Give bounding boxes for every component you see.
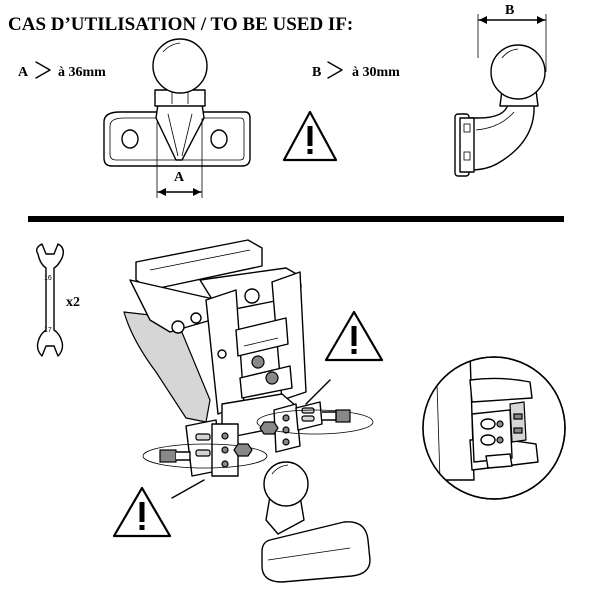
wrench-size-top: 16 — [44, 275, 52, 282]
nut-right — [259, 421, 279, 435]
page-title: CAS D’UTILISATION / TO BE USED IF: — [8, 14, 353, 35]
warning-icon — [112, 486, 172, 538]
tow-ball — [152, 38, 208, 94]
condition-a-letter: A — [18, 65, 29, 80]
condition-b-text: à 30mm — [352, 65, 400, 80]
bolt-left — [159, 449, 191, 463]
warning-icon — [324, 310, 384, 362]
dimension-b-label: B — [505, 3, 514, 18]
condition-a: A à 36mm — [18, 61, 106, 80]
detail-zoom-view — [422, 356, 566, 500]
greater-than-icon — [35, 61, 51, 79]
condition-b-letter: B — [312, 65, 321, 80]
bolt-right — [322, 409, 351, 423]
warning-icon — [282, 110, 338, 162]
bolt-hole-right — [210, 129, 228, 149]
wrench-size-bottom: 17 — [44, 327, 52, 334]
ball-cover — [261, 521, 371, 583]
condition-b: B à 30mm — [312, 61, 400, 80]
condition-a-text: à 36mm — [58, 65, 106, 80]
section-divider — [28, 216, 564, 222]
bolt-hole-left — [121, 129, 139, 149]
wrench-icon: 16 17 x2 — [35, 243, 80, 357]
towball-side-view: B — [454, 3, 547, 177]
greater-than-icon — [327, 61, 343, 79]
hitch-assembly — [123, 239, 374, 583]
tow-ball — [263, 461, 309, 507]
dimension-a-label: A — [174, 170, 185, 185]
towball-front-view: A — [103, 38, 251, 198]
tool-quantity: x2 — [66, 295, 80, 310]
nut-left — [233, 443, 253, 457]
